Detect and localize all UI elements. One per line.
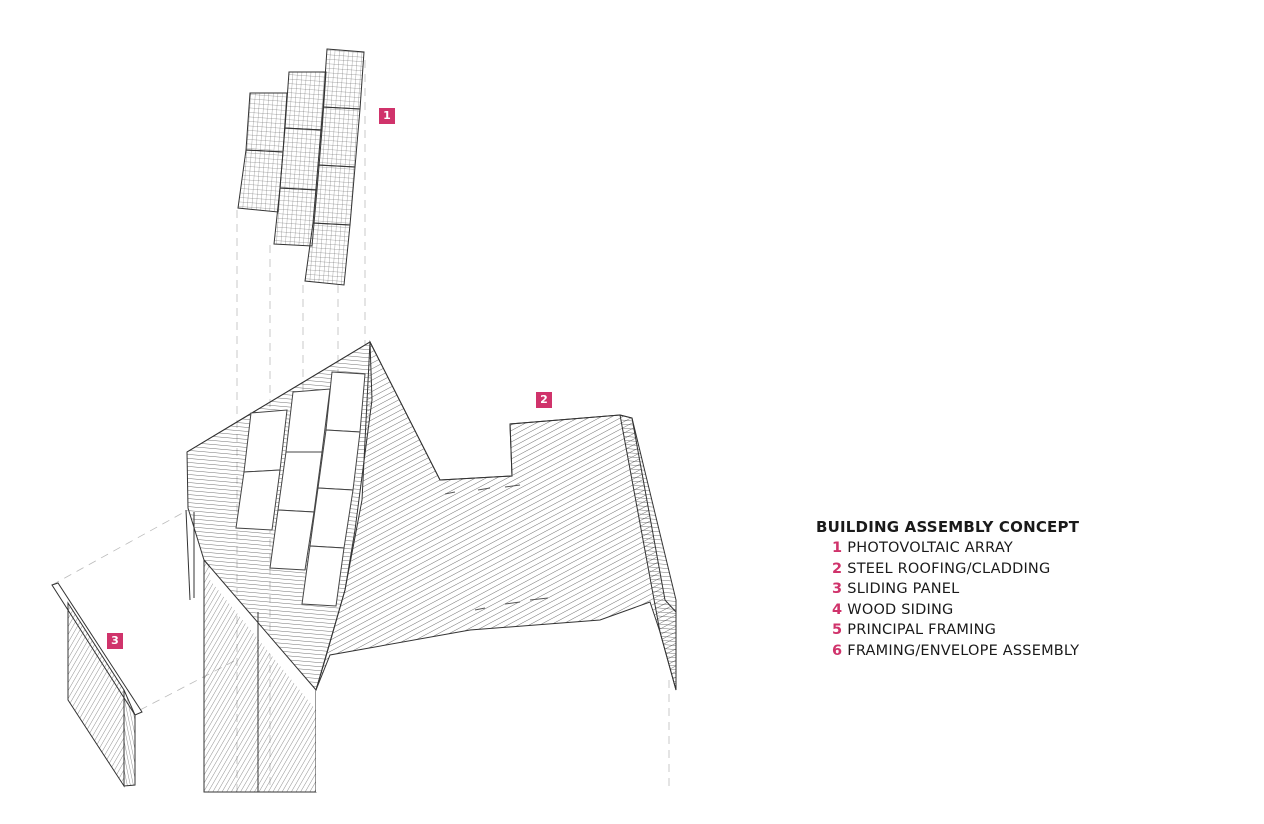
legend-item-label: PRINCIPAL FRAMING: [847, 622, 997, 638]
pv-panel: [280, 128, 322, 190]
legend-item-number: 6: [832, 642, 843, 659]
legend-title: BUILDING ASSEMBLY CONCEPT: [816, 518, 1080, 536]
tag-1-box: [379, 108, 395, 124]
tag-2-label: 2: [540, 393, 548, 406]
pv-panel: [238, 150, 283, 212]
legend-item-number: 4: [832, 601, 843, 618]
pv-panel: [305, 223, 350, 285]
pv-panel: [313, 165, 355, 225]
tag-3-box: [107, 633, 123, 649]
pv-panel: [318, 107, 360, 167]
tag-1-label: 1: [383, 109, 391, 122]
pv-panel: [323, 49, 364, 109]
legend-item-label: STEEL ROOFING/CLADDING: [847, 560, 1051, 577]
legend-item-number: 5: [832, 622, 843, 638]
legend-item-number: 2: [832, 560, 843, 577]
exploded-axonometric-drawing: [0, 0, 760, 824]
legend-item-label: SLIDING PANEL: [847, 581, 960, 597]
pv-panel: [246, 93, 287, 152]
pv-panel: [285, 72, 326, 130]
roof-mounted-panels: [236, 372, 365, 606]
roof-fasteners: [445, 485, 548, 610]
sliding-panel: [52, 510, 194, 786]
tag-3-label: 3: [111, 634, 119, 647]
legend-item-number: 3: [832, 581, 843, 597]
legend-item-label: PHOTOVOLTAIC ARRAY: [847, 540, 1013, 556]
photovoltaic-array: [238, 49, 364, 285]
legend-item-label: WOOD SIDING: [847, 601, 954, 618]
tag-2-box: [536, 392, 552, 408]
legend-item-number: 1: [832, 540, 843, 556]
legend-item-label: FRAMING/ENVELOPE ASSEMBLY: [847, 642, 1080, 659]
